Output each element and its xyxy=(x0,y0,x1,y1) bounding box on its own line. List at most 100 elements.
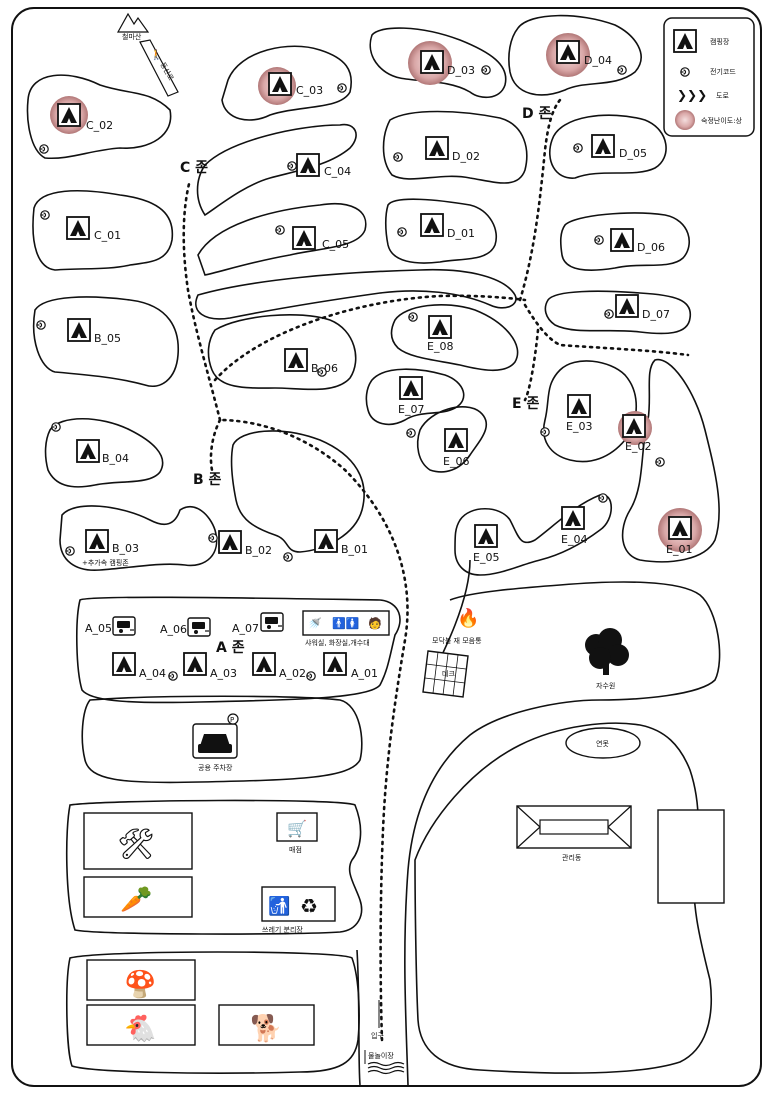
parking-label: 공용 주차장 xyxy=(198,763,233,772)
site-c01[interactable]: C_01 xyxy=(66,216,121,242)
trash-icon: 🚮 xyxy=(268,895,290,917)
svg-text:E_05: E_05 xyxy=(473,551,499,564)
site-b01[interactable]: B_01 xyxy=(314,529,368,556)
site-d05[interactable]: D_05 xyxy=(591,134,647,160)
site-d06[interactable]: D_06 xyxy=(610,228,665,254)
trash-area[interactable]: 🚮 ♻ 쓰레기 분리장 xyxy=(261,886,336,934)
site-e06[interactable]: E_06 xyxy=(443,428,469,468)
svg-text:D_03: D_03 xyxy=(447,64,475,77)
legend-box: 캠핑장 전기코드 ❯❯❯ 도로 숙정난이도:상 xyxy=(663,17,755,137)
site-c04[interactable]: C_04 xyxy=(296,153,351,178)
site-e04[interactable]: E_04 xyxy=(561,506,587,546)
zone-e-label: E 존 xyxy=(512,396,539,412)
site-a01[interactable]: A_01 xyxy=(323,652,378,680)
svg-text:A_06: A_06 xyxy=(160,623,187,636)
legend-road-icon: ❯❯❯ xyxy=(677,88,707,102)
site-e01[interactable]: E_01 xyxy=(666,516,692,556)
svg-text:E_04: E_04 xyxy=(561,533,587,546)
site-e05[interactable]: E_05 xyxy=(473,524,499,564)
sink-icon: 🧑 xyxy=(368,616,382,630)
site-e03[interactable]: E_03 xyxy=(566,394,592,433)
site-e08[interactable]: E_08 xyxy=(427,315,453,353)
legend-road-label: 도로 xyxy=(716,92,729,100)
campfire-icon: 🔥 xyxy=(457,607,479,629)
campsites: C_02 C_03 C_04 C_05 C_01 D_03 D_04 D_02 … xyxy=(57,40,692,680)
tree-label: 자수원 xyxy=(596,681,615,690)
tree-icon xyxy=(585,628,629,675)
svg-text:A_04: A_04 xyxy=(139,667,166,680)
shower-building[interactable]: 🚿 🚹🚺 🧑 샤워실, 화장실,개수대 xyxy=(302,610,390,647)
legend-hotspot-icon xyxy=(675,110,695,130)
site-c05[interactable]: C_05 xyxy=(292,226,349,251)
shower-icon: 🚿 xyxy=(308,617,322,630)
site-e07[interactable]: E_07 xyxy=(398,376,424,416)
site-a04[interactable]: A_04 xyxy=(112,652,166,680)
svg-text:E_08: E_08 xyxy=(427,340,453,353)
deck-label: 데크 xyxy=(442,670,455,678)
site-d03[interactable]: D_03 xyxy=(420,50,475,77)
mushroom-icon: 🍄 xyxy=(124,969,156,1000)
site-c03[interactable]: C_03 xyxy=(268,72,323,97)
site-b03[interactable]: B_03 xyxy=(85,529,139,555)
svg-text:A_05: A_05 xyxy=(85,622,112,635)
site-a05[interactable]: A_05 xyxy=(85,616,136,636)
svg-text:A_02: A_02 xyxy=(279,667,306,680)
site-d02[interactable]: D_02 xyxy=(425,136,480,163)
trash-label: 쓰레기 분리장 xyxy=(262,925,303,934)
svg-text:C_05: C_05 xyxy=(322,238,349,251)
water-label: 물놀이장 xyxy=(368,1051,394,1060)
svg-text:C_04: C_04 xyxy=(324,165,351,178)
svg-text:A_01: A_01 xyxy=(351,667,378,680)
mushroom-box: 🍄 xyxy=(86,959,196,1001)
site-c02[interactable]: C_02 xyxy=(57,103,113,132)
site-a03[interactable]: A_03 xyxy=(183,652,237,680)
legend-power-icon xyxy=(680,67,690,77)
legend-camp-label: 캠핑장 xyxy=(710,37,730,46)
svg-text:D_06: D_06 xyxy=(637,241,665,254)
site-d04[interactable]: D_04 xyxy=(556,40,612,67)
tools-icon: 🛠 xyxy=(117,827,155,862)
store[interactable]: 🛒 매점 xyxy=(276,812,318,854)
recycle-icon: ♻ xyxy=(300,894,318,918)
svg-text:B_01: B_01 xyxy=(341,543,368,556)
entrance-label: 입구 xyxy=(371,1032,384,1040)
site-b02[interactable]: B_02 xyxy=(218,530,272,557)
deck[interactable]: 데크 xyxy=(422,650,469,698)
legend-power-label: 전기코드 xyxy=(710,67,736,76)
restroom-icon: 🚹🚺 xyxy=(332,617,360,630)
field-area xyxy=(657,809,725,904)
site-b06[interactable]: B_06 xyxy=(284,348,338,375)
legend-hotspot-label: 숙정난이도:상 xyxy=(701,116,743,125)
site-b05[interactable]: B_05 xyxy=(67,318,121,345)
zone-b-label: B 존 xyxy=(193,472,222,488)
parking-lot[interactable]: P 공용 주차장 xyxy=(192,713,239,772)
site-a06[interactable]: A_06 xyxy=(160,617,211,637)
carrot-icon: 🥕 xyxy=(120,885,152,915)
site-d07[interactable]: D_07 xyxy=(615,294,670,321)
family-zone-label: +추가속 캠핑존 xyxy=(82,558,129,567)
pond xyxy=(565,727,641,759)
shower-label: 샤워실, 화장실,개수대 xyxy=(305,638,370,647)
map-border xyxy=(11,7,762,1087)
legend-camp-icon xyxy=(673,29,697,53)
svg-text:D_04: D_04 xyxy=(584,54,612,67)
svg-text:B_04: B_04 xyxy=(102,452,129,465)
svg-text:C_02: C_02 xyxy=(86,119,113,132)
office-building[interactable]: 관리동 xyxy=(516,805,632,862)
pond-label: 연못 xyxy=(596,740,609,748)
site-b04[interactable]: B_04 xyxy=(76,439,129,465)
workshop-box: 🛠 xyxy=(83,812,193,870)
svg-text:D_05: D_05 xyxy=(619,147,647,160)
site-e02[interactable]: E_02 xyxy=(622,414,651,453)
dog-icon: 🐕 xyxy=(250,1013,282,1044)
zone-d-label: D 존 xyxy=(522,106,551,122)
chicken-box: 🐔 xyxy=(86,1004,196,1046)
area-outlines xyxy=(26,14,721,1086)
svg-text:B_02: B_02 xyxy=(245,544,272,557)
svg-text:P: P xyxy=(230,716,234,724)
site-a07[interactable]: A_07 xyxy=(232,612,284,635)
site-d01[interactable]: D_01 xyxy=(420,213,475,240)
garden-box: 🥕 xyxy=(83,876,193,918)
site-a02[interactable]: A_02 xyxy=(252,652,306,680)
